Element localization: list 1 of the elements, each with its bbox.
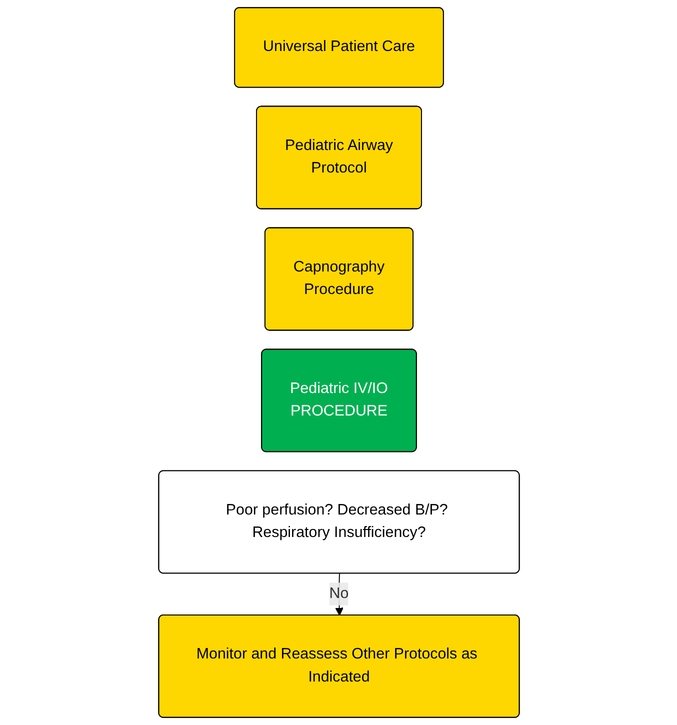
edge-label: No bbox=[328, 586, 348, 602]
